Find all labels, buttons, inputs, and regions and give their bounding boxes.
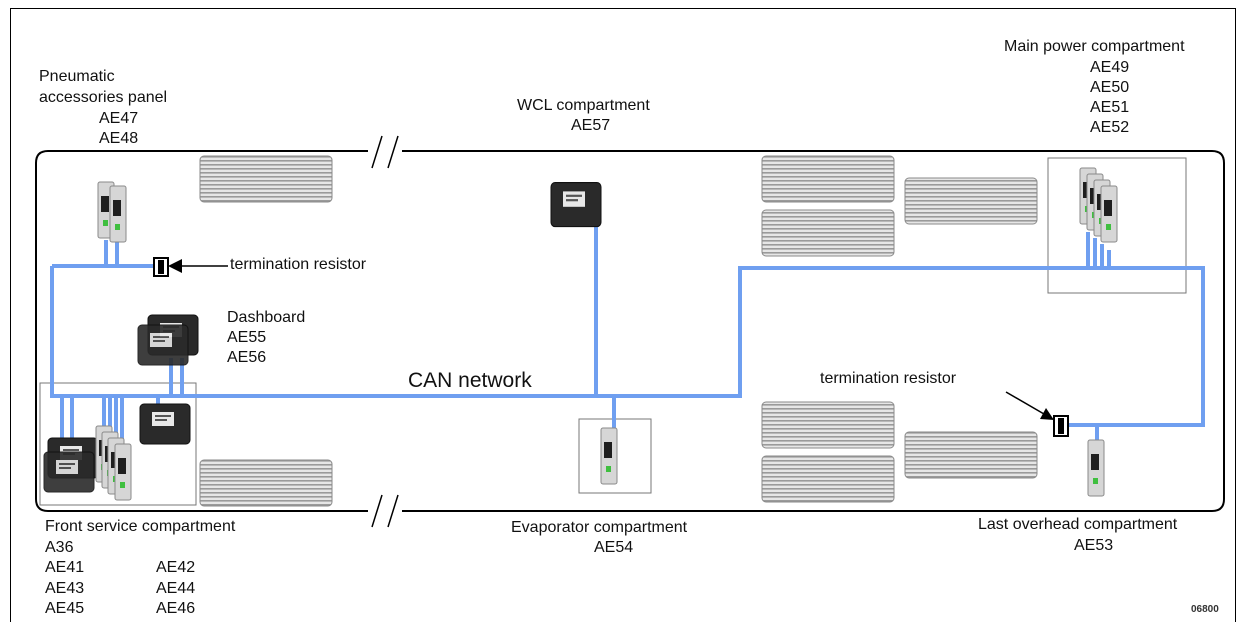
arrow-to-left-resistor [168,259,228,273]
front-service-code-ae42: AE42 [156,559,196,576]
module-ae53 [1087,439,1105,497]
termination-resistor-right [1053,415,1069,437]
front-service-code-ae44: AE44 [156,580,196,597]
termination-resistor-label-left: termination resistor [230,256,367,273]
main-power-compartment-frame [1047,157,1187,294]
front-service-code-ae45: AE45 [45,600,85,617]
dashboard-code-ae55: AE55 [227,329,267,346]
break-mark-top-2 [387,135,399,169]
last-overhead-title: Last overhead compartment [978,516,1178,533]
wcl-title: WCL compartment [517,97,650,114]
evaporator-title: Evaporator compartment [511,519,688,536]
break-mark-bottom-2 [387,494,399,528]
vent-grille [761,209,895,257]
vent-grille [761,155,895,203]
vent-grille [199,459,333,507]
front-service-code-ae41: AE41 [45,559,85,576]
can-network-lines [50,208,1205,448]
module-ae57 [550,182,602,228]
wcl-code: AE57 [571,117,611,134]
vent-grille [904,177,1038,225]
front-service-code-ae43: AE43 [45,580,85,597]
evaporator-code: AE54 [594,539,634,556]
pneumatic-code-ae48: AE48 [99,130,139,147]
vent-grille [199,155,333,203]
main-power-code-ae50: AE50 [1090,79,1130,96]
module-ae46 [114,443,132,501]
front-service-code-a36: A36 [45,539,74,556]
can-network-label: CAN network [408,369,532,392]
break-mark-bottom-1 [371,494,383,528]
dashboard-title: Dashboard [227,309,306,326]
vent-grille [761,401,895,449]
front-service-title: Front service compartment [45,518,236,535]
module-ae52 [1100,185,1118,243]
bus-outline-top-right [402,150,1225,512]
arrow-to-right-resistor [1005,391,1054,420]
module-ae42 [139,403,191,445]
pneumatic-title-line1: Pneumatic [39,68,115,85]
bus-outline-top-left [35,150,368,512]
main-power-code-ae51: AE51 [1090,99,1130,116]
pneumatic-title-line2: accessories panel [39,89,168,106]
front-service-code-ae46: AE46 [156,600,196,617]
dashboard-code-ae56: AE56 [227,349,267,366]
module-ae48 [109,185,127,243]
main-power-code-ae49: AE49 [1090,59,1130,76]
main-power-title: Main power compartment [1004,38,1185,55]
vent-grille [904,431,1038,479]
vent-grille [761,455,895,503]
figure-code: 06800 [1191,604,1219,615]
break-mark-top-1 [371,135,383,169]
module-ae54 [600,427,618,485]
module-ae41 [43,451,95,493]
termination-resistor-label-right: termination resistor [820,370,957,387]
last-overhead-code: AE53 [1074,537,1114,554]
figure-frame [10,8,1236,622]
front-service-compartment-frame [39,382,197,506]
termination-resistor-left [153,257,169,277]
main-power-code-ae52: AE52 [1090,119,1130,136]
pneumatic-code-ae47: AE47 [99,110,139,127]
module-ae56 [137,324,189,366]
